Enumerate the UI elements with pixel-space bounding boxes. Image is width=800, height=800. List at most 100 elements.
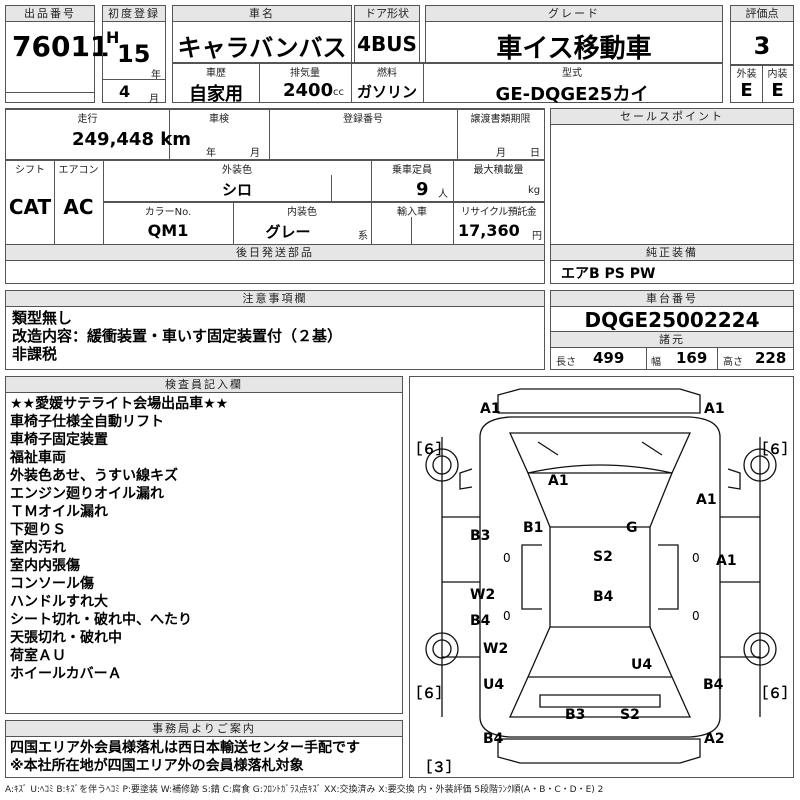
damage-code: B4 (470, 613, 491, 629)
first-reg-month: 4 (119, 82, 131, 101)
width: 169 (676, 349, 708, 367)
tire-tread: ［６］ (754, 686, 796, 702)
inspector-line: ハンドルすれ大 (10, 594, 108, 610)
shift-label: シフト (15, 165, 45, 176)
lot-label: 出品番号 (6, 6, 94, 22)
grade: 車イス移動車 (496, 34, 652, 64)
interior: グレー (265, 223, 311, 241)
inspector-line: 車椅子固定装置 (10, 432, 108, 448)
first-reg-year: 15 (117, 40, 151, 68)
width-label: 幅 (651, 357, 661, 368)
inspector-line: コンソール傷 (10, 576, 94, 592)
notes-box: 注意事項欄 類型無し 改造内容：緩衝装置・車いす固定装置付（２基） 非課税 (5, 290, 545, 370)
transfer-day-unit: 日 (530, 148, 540, 159)
damage-code: A2 (704, 731, 725, 747)
damage-code: B4 (483, 731, 504, 747)
later-parts-label: 後日発送部品 (6, 245, 544, 261)
inspector-line: 室内内張傷 (10, 558, 80, 574)
interior-label: 内装色 (287, 207, 317, 218)
first-reg-label: 初度登録 (103, 6, 165, 22)
inspector-list: ★★愛媛サテライト会場出品車★★ 車椅子仕様全自動リフト 車椅子固定装置 福祉車… (10, 395, 228, 683)
damage-code: A1 (696, 492, 717, 508)
int-label: 内装 (767, 69, 788, 80)
load-unit: kg (528, 185, 541, 196)
inspector-line: エンジン廻りオイル漏れ (10, 486, 164, 502)
year-unit: 年 (151, 70, 161, 81)
damage-code: A1 (716, 553, 737, 569)
inspector-line: ホイールカバーＡ (10, 666, 122, 682)
load-label: 最大積載量 (473, 165, 524, 176)
lot-box: 出品番号 76011 (5, 5, 109, 93)
fuel: ガソリン (356, 83, 417, 101)
inspector-line: 下廻りＳ (10, 522, 66, 538)
doors-label: ドア形状 (355, 6, 419, 22)
note-line: 類型無し (12, 309, 73, 327)
fuel-label: 燃料 (377, 68, 397, 79)
damage-code: B3 (565, 707, 586, 723)
note-line: 改造内容：緩衝装置・車いす固定装置付（２基） (12, 327, 343, 345)
import-label: 輸入車 (397, 207, 427, 218)
doors-box: ドア形状 4BUS (354, 5, 420, 63)
equip-label: 純正装備 (551, 245, 793, 261)
height: 228 (755, 349, 787, 367)
inspector-label: 検査員記入欄 (6, 377, 402, 393)
zero-mark: 0 (692, 551, 700, 565)
interior-unit: 系 (358, 231, 368, 242)
damage-code: B1 (523, 520, 544, 536)
ext-label: 外装 (736, 69, 757, 80)
damage-diagram: A1 A1 A1 A1 B1 G S2 B3 A1 W2 B4 B4 W2 U4… (408, 376, 796, 778)
car-outline (425, 388, 777, 764)
displacement: 2400 (283, 80, 334, 101)
damage-code: B3 (470, 528, 491, 544)
mileage-label: 走行 (77, 114, 98, 125)
notes-list: 類型無し 改造内容：緩衝装置・車いす固定装置付（２基） 非課税 (12, 309, 342, 363)
inspector-box: 検査員記入欄 ★★愛媛サテライト会場出品車★★ 車椅子仕様全自動リフト 車椅子固… (5, 376, 403, 714)
history: 自家用 (189, 84, 243, 105)
model-label: 型式 (562, 68, 582, 79)
sales-label: セールスポイント (551, 109, 793, 125)
grade-box: グレード 車イス移動車 (425, 5, 723, 64)
zero-mark: 0 (503, 609, 511, 623)
inspection-year-unit: 年 (206, 148, 216, 159)
recycle-label: リサイクル預託金 (460, 207, 537, 218)
regno-label: 登録番号 (343, 114, 383, 125)
recycle-unit: 円 (532, 231, 542, 242)
note-line: 非課税 (12, 345, 58, 363)
legend: A:ｷｽﾞ U:ﾍｺﾐ B:ｷｽﾞを伴うﾍｺﾐ P:要塗装 W:補修跡 S:錆 … (5, 785, 604, 795)
height-label: 高さ (723, 357, 743, 368)
capacity-label: 乗車定員 (392, 165, 432, 176)
damage-code: S2 (620, 707, 640, 723)
history-label: 車歴 (206, 68, 226, 79)
office-line: ※本社所在地が四国エリア外の会員様落札対象 (10, 758, 304, 774)
office-box: 事務局よりご案内 四国エリア外会員様落札は西日本輸送センター手配です ※本社所在… (5, 720, 403, 778)
ac: AC (63, 195, 94, 219)
inspector-line: 外装色あせ、うすい線キズ (10, 468, 178, 484)
inspector-line: 室内汚れ (10, 540, 66, 556)
grade-label: グレード (426, 6, 722, 22)
era: H (106, 28, 120, 47)
specs-box: 走行 車検 登録番号 譲渡書類期限 249,448 km 年 月 月 日 シフト… (5, 108, 545, 284)
ac-label: エアコン (58, 165, 99, 176)
office-line: 四国エリア外会員様落札は西日本輸送センター手配です (10, 740, 360, 756)
lot-number: 76011 (12, 30, 110, 63)
inspector-line: シート切れ・破れ中、へたり (10, 612, 192, 628)
damage-code: S2 (593, 549, 613, 565)
score-label: 評価点 (731, 6, 793, 22)
shift: CAT (8, 195, 52, 219)
frame-label: 車台番号 (551, 291, 793, 307)
transfer-month-unit: 月 (496, 148, 506, 159)
month-unit: 月 (149, 94, 159, 105)
damage-code: A1 (704, 401, 725, 417)
color-no: QM1 (147, 221, 189, 240)
header-row2: 車歴 排気量 燃料 型式 自家用 2400 cc ガソリン GE-DQGE25カ… (172, 62, 723, 105)
cc-unit: cc (333, 87, 344, 98)
int-grade: E (771, 80, 784, 101)
doors: 4BUS (357, 32, 417, 56)
color-no-label: カラーNo. (144, 207, 192, 218)
first-reg-box: 初度登録 H 15 年 4 月 (102, 5, 166, 105)
notes-label: 注意事項欄 (6, 291, 544, 307)
frame-number: DQGE25002224 (584, 308, 760, 332)
office-list: 四国エリア外会員様落札は西日本輸送センター手配です ※本社所在地が四国エリア外の… (10, 739, 360, 775)
color-label: 外装色 (222, 165, 252, 176)
inspector-line: 天張切れ・破れ中 (10, 630, 122, 646)
